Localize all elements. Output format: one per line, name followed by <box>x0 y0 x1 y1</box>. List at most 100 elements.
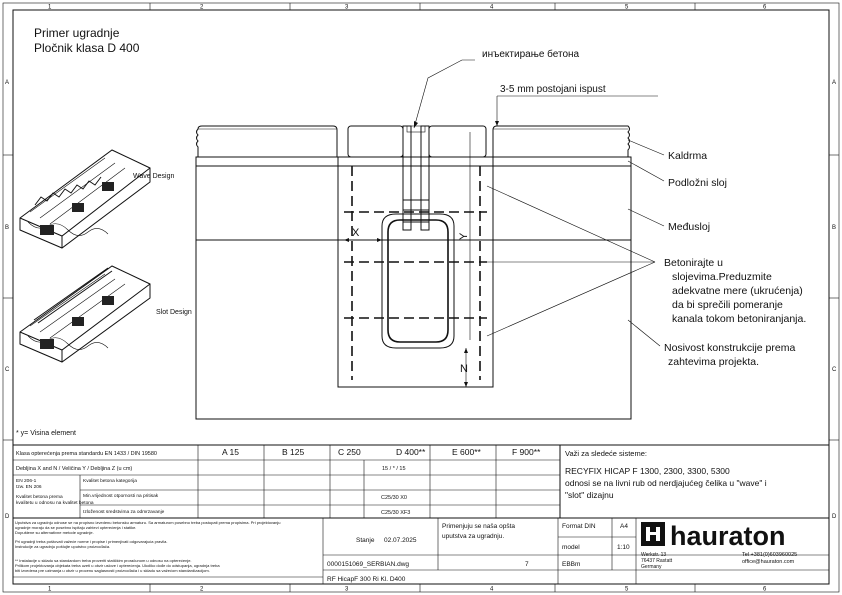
col-2-top: 2 <box>200 5 204 11</box>
valid-systems-label: Važi za sledeće sisteme: <box>565 449 647 458</box>
concrete-note: Betonirajte u slojevima.Preduzmite adekv… <box>664 257 806 325</box>
footnote: * y= Visina element <box>16 430 76 437</box>
svg-text:adekvatne mere (ukrućenja): adekvatne mere (ukrućenja) <box>672 285 803 297</box>
thickness-row-value: 15 / * / 15 <box>382 466 406 472</box>
format-value: A4 <box>620 523 628 530</box>
svg-text:Min.vrijednost otpornosti na p: Min.vrijednost otpornosti na pritisak <box>83 493 159 499</box>
load-class-header: Klasa opterećenja prema standardu EN 143… <box>16 451 157 457</box>
title-block <box>13 444 829 584</box>
svg-text:Izloženost sredstvima za odmrz: Izloženost sredstvima za odmrzavanje <box>83 509 165 515</box>
load-classes: A 15 B 125 C 250 D 400** E 600** F 900** <box>222 447 541 457</box>
stanje-date: 02.07.2025 <box>384 537 417 544</box>
svg-text:ugradnje moraju da se posebno: ugradnje moraju da se posebno ispitaju z… <box>15 525 136 530</box>
company-address: Werkstr. 13 76437 Rastatt Germany <box>641 552 673 570</box>
svg-text:"slot" dizajnu: "slot" dizajnu <box>565 490 614 500</box>
page-number: 7 <box>525 561 529 568</box>
svg-text:B 125: B 125 <box>282 447 304 457</box>
row-a-left: A <box>5 80 9 86</box>
row-d-right: D <box>832 514 837 520</box>
svg-text:RECYFIX HICAP F 1300, 2300, 33: RECYFIX HICAP F 1300, 2300, 3300, 5300 <box>565 466 730 476</box>
svg-text:Prilikom projektovanja objekat: Prilikom projektovanja objekata treba uz… <box>15 563 220 568</box>
leader-lines <box>413 59 665 347</box>
dim-x-label: X <box>352 227 360 239</box>
wave-design-label: Wave Design <box>133 173 174 180</box>
svg-text:Uputstva za ugradnju odnose se: Uputstva za ugradnju odnose se na propis… <box>15 520 281 525</box>
gap-label: 3-5 mm postojani ispust <box>500 84 606 95</box>
col-1-bottom: 1 <box>48 587 52 593</box>
svg-text:zahtevima projekta.: zahtevima projekta. <box>668 356 759 368</box>
slot-design-sketch <box>19 265 151 363</box>
injection-label: инъектирање бетона <box>482 48 580 60</box>
svg-text:Instrukcije za ugradnju poštuj: Instrukcije za ugradnju poštujte uputstv… <box>15 544 110 549</box>
wave-design-sketch <box>19 149 151 249</box>
podlozni-label: Podložni sloj <box>668 177 727 189</box>
col-3-top: 3 <box>345 5 349 11</box>
installation-notes: Uputstva za ugradnju odnose se na propis… <box>15 520 281 573</box>
col-6-bottom: 6 <box>763 587 767 593</box>
svg-text:F 900**: F 900** <box>512 447 541 457</box>
svg-text:** Instalacije u skladu sa sta: ** Instalacije u skladu sa standardom tr… <box>15 558 192 563</box>
col-2-bottom: 2 <box>200 587 204 593</box>
svg-text:Kvalitet betona kategorija: Kvalitet betona kategorija <box>83 478 137 484</box>
drawing-subtitle: Pločnik klasa D 400 <box>34 41 140 55</box>
medusloj-label: Međusloj <box>668 221 710 233</box>
hauraton-logo: hauraton <box>641 521 786 551</box>
svg-text:tzw. EN 206: tzw. EN 206 <box>16 484 42 490</box>
svg-text:da bi sprečili pomeranje: da bi sprečili pomeranje <box>672 299 783 311</box>
concrete-x0-value: C25/30 X0 <box>381 495 407 501</box>
svg-text:Tel +381(0)603960025: Tel +381(0)603960025 <box>742 552 797 558</box>
row-c-left: C <box>5 367 10 373</box>
general-instructions-2: uputstva za ugradnju. <box>442 533 504 540</box>
svg-text:Betonirajte u: Betonirajte u <box>664 257 723 269</box>
svg-text:C 250: C 250 <box>338 447 361 457</box>
general-instructions-1: Primenjuju se naša opšta <box>442 523 515 530</box>
concrete-quality-labels: EN 206-1 tzw. EN 206 Kvalitet betona pre… <box>16 478 165 515</box>
row-d-left: D <box>5 514 10 520</box>
drainage-channel <box>381 125 455 349</box>
drawing-title: Primer ugradnje <box>34 26 120 40</box>
svg-text:office@hauraton.com: office@hauraton.com <box>742 559 795 565</box>
col-3-bottom: 3 <box>345 587 349 593</box>
product-code: RF HicapF 300 Ri Kl. D400 <box>327 576 406 583</box>
row-b-right: B <box>832 225 836 231</box>
column-markers: 1 2 3 4 5 6 1 2 3 4 5 6 <box>48 3 767 593</box>
svg-text:odnosi se na livni rub od nerd: odnosi se na livni rub od nerdjajućeg če… <box>565 478 767 488</box>
stanje-label: Stanje <box>356 537 375 544</box>
svg-text:Kvalitet betona prema: Kvalitet betona prema <box>16 494 63 500</box>
row-b-left: B <box>5 225 9 231</box>
col-1-top: 1 <box>48 5 52 11</box>
col-4-bottom: 4 <box>490 587 494 593</box>
svg-text:76437 Rastatt: 76437 Rastatt <box>641 558 673 564</box>
format-label: Format DIN <box>562 523 596 530</box>
col-5-top: 5 <box>625 5 629 11</box>
svg-text:Pri ugradnji treba poštovati v: Pri ugradnji treba poštovati važeće norm… <box>15 539 168 544</box>
company-contact: Tel +381(0)603960025 office@hauraton.com <box>742 552 797 565</box>
structure-note: Nosivost konstrukcije prema zahtevima pr… <box>664 342 795 368</box>
row-c-right: C <box>832 367 837 373</box>
col-5-bottom: 5 <box>625 587 629 593</box>
svg-text:kanala tokom betoniranjanja.: kanala tokom betoniranjanja. <box>672 313 806 325</box>
svg-text:D 400**: D 400** <box>396 447 426 457</box>
svg-text:Dopuštene su alternativne meto: Dopuštene su alternativne metode ugradnj… <box>15 530 94 535</box>
brand-name: hauraton <box>670 521 786 551</box>
col-6-top: 6 <box>763 5 767 11</box>
svg-text:EN 206-1: EN 206-1 <box>16 478 37 484</box>
svg-text:biti izvedena pre uzimanja u o: biti izvedena pre uzimanja u obzir u pro… <box>15 568 210 573</box>
scale-value: 1:10 <box>617 544 630 551</box>
paving-stones <box>196 125 630 158</box>
svg-text:slojevima.Preduzmite: slojevima.Preduzmite <box>672 271 772 283</box>
col-4-top: 4 <box>490 5 494 11</box>
inner-frame <box>12 9 830 585</box>
thickness-row-label: Debljina X and N / Veličina Y / Debljina… <box>16 466 132 472</box>
model-label: model <box>562 544 580 551</box>
svg-text:Nosivost konstrukcije prema: Nosivost konstrukcije prema <box>664 342 795 354</box>
dim-y-label: Y <box>458 232 470 240</box>
row-a-right: A <box>832 80 836 86</box>
file-name: 0000151069_SERBIAN.dwg <box>327 561 409 568</box>
svg-text:A 15: A 15 <box>222 447 239 457</box>
dim-n-label: N <box>460 363 468 375</box>
slot-design-label: Slot Design <box>156 309 192 316</box>
row-markers: A B C D A B C D <box>3 80 839 520</box>
cross-section: X Y N <box>195 125 632 420</box>
